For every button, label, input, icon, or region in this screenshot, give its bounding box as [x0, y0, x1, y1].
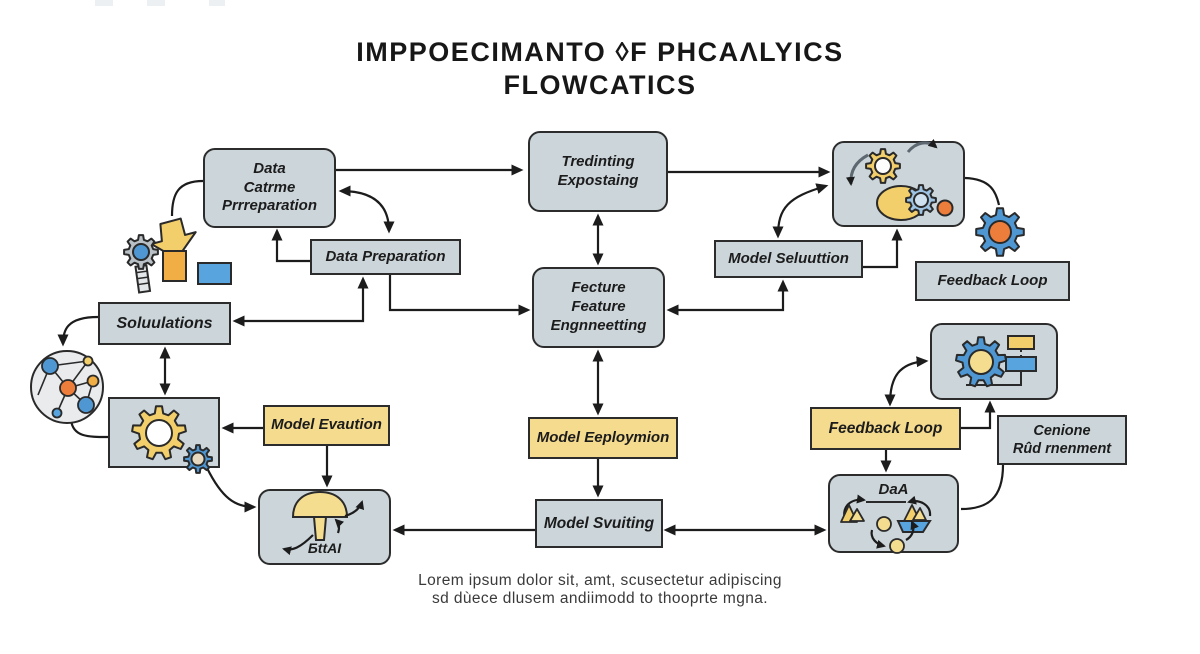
blue-gear-orange-core-icon — [975, 207, 1025, 257]
node-label: Feedback Loop — [937, 271, 1048, 289]
node-label: Cenione Rûd rnenment — [1012, 422, 1112, 457]
node-gears-cluster-box — [832, 141, 965, 227]
node-gear-settings-box — [930, 323, 1058, 400]
title-line-2: FLOWCATICS — [503, 70, 697, 100]
connector-datacatrme-datapreparation-curve — [338, 185, 395, 234]
orange-square-icon — [162, 250, 187, 282]
node-label: Tredinting Expostaing — [557, 152, 639, 189]
node-label: Model Seluuttion — [728, 249, 849, 267]
node-model-svuiting: Model Svuiting — [535, 499, 663, 548]
node-model-seluuttion: Model Seluuttion — [714, 240, 863, 278]
blue-rect-icon — [197, 262, 232, 285]
connector-network-to-gearbox-curve — [69, 419, 109, 439]
connector-feedbackbottom-gearsettings-curve — [884, 356, 929, 407]
connector-soluulations-to-network-curve — [57, 315, 99, 347]
footer-line-1: Lorem ipsum dolor sit, amt, scusectetur … — [418, 572, 782, 589]
page-title: IMPPOECIMANTO ◊F PHCAΛLYICS FLOWCATICS — [0, 36, 1200, 102]
node-feedback-loop-top: Feedback Loop — [915, 261, 1070, 301]
title-line-1: IMPPOECIMANTO ◊F PHCAΛLYICS — [356, 37, 844, 67]
node-data-preparation: Data Preparation — [310, 239, 461, 275]
node-label: Model Svuiting — [543, 514, 655, 532]
artifact-smudge — [209, 0, 225, 6]
connector-cenione-to-daa-curve — [960, 464, 1005, 511]
download-arrow-icon — [150, 217, 197, 260]
connector-feature-seluuttion — [666, 279, 789, 316]
node-label: Data Preparation — [325, 247, 446, 265]
node-soluulations: Soluulations — [98, 302, 231, 345]
node-model-eeploymion: Model Eeploymion — [528, 417, 678, 459]
node-bttai-mushroom-box: БttAI — [258, 489, 391, 565]
node-label-daa: DaA — [878, 481, 909, 498]
connector-datapreparation-to-datacatrme — [271, 228, 310, 263]
footer-caption: Lorem ipsum dolor sit, amt, scusectetur … — [0, 572, 1200, 608]
node-label: Model Eeploymion — [536, 428, 670, 446]
connector-gearsbox-seluuttion-curve — [772, 183, 829, 239]
connector-datapreparation-to-feature — [388, 275, 531, 316]
connector-gearsbox-to-bluegear-curve — [964, 176, 1001, 206]
network-graph-icon — [30, 350, 104, 424]
node-label: Soluulations — [116, 314, 213, 332]
node-tredinting-expostaing: Tredinting Expostaing — [528, 131, 668, 212]
connector-datacatrme-to-icons-curve — [170, 179, 204, 217]
gear-magnifier-icon — [123, 234, 159, 294]
node-label: Data Catrme Prrreparation — [221, 159, 318, 215]
node-data-catrme-preparation: Data Catrme Prrreparation — [203, 148, 336, 228]
node-feature-engineering: Fecture Feature Engnneetting — [532, 267, 665, 348]
connector-gearbox-to-bttai-curve — [206, 467, 257, 513]
artifact-smudge — [147, 0, 165, 6]
node-label: Feedback Loop — [828, 419, 943, 437]
node-label: Model Evaution — [271, 416, 382, 434]
node-label: Fecture Feature Engnneetting — [550, 279, 647, 334]
footer-line-2: sd dùece dlusem andiimodd to thooprte mg… — [431, 590, 768, 607]
connector-seluuttion-to-gearsbox — [863, 228, 903, 269]
node-label-bttai: БttAI — [307, 539, 342, 556]
node-feedback-loop-bottom: Feedback Loop — [810, 407, 961, 450]
connector-datapreparation-soluulations — [232, 276, 369, 327]
node-model-evaution: Model Evaution — [263, 405, 390, 446]
node-daa-cycle-box: DaA — [828, 474, 959, 553]
node-gear-evaluation-box — [108, 397, 220, 468]
node-cenione-rudrnenment: Cenione Rûd rnenment — [997, 415, 1127, 465]
artifact-smudge — [95, 0, 113, 6]
connector-feedbackbottom-to-gearsettings — [961, 400, 996, 430]
